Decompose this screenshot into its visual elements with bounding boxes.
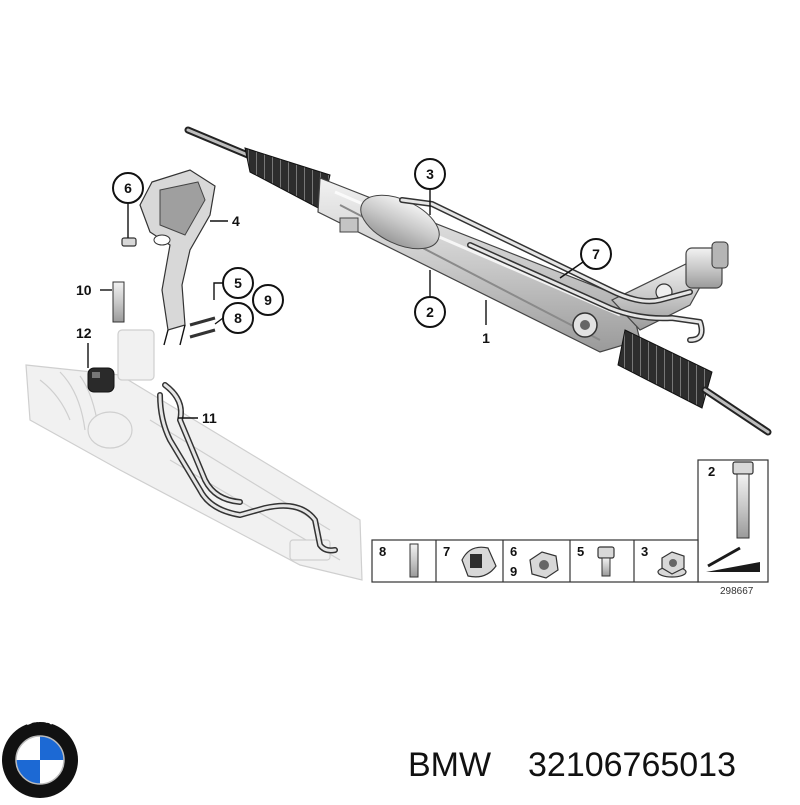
- svg-text:12: 12: [76, 325, 92, 341]
- brand-name: BMW: [408, 746, 491, 784]
- hardware-table: 2 8 7 6 9 5 3 298667: [371, 459, 769, 597]
- svg-text:6: 6: [124, 180, 132, 196]
- svg-text:6: 6: [510, 544, 517, 559]
- svg-text:5: 5: [577, 544, 584, 559]
- label-11: 11: [178, 410, 217, 426]
- callout-8: 8: [214, 302, 254, 334]
- svg-text:3: 3: [641, 544, 648, 559]
- svg-text:5: 5: [234, 275, 242, 291]
- fluid-lines-7: [399, 197, 705, 343]
- nut-6-small: [121, 237, 137, 247]
- svg-text:9: 9: [264, 292, 272, 308]
- svg-text:4: 4: [232, 213, 240, 229]
- heat-shield-4: [139, 169, 216, 346]
- svg-text:10: 10: [76, 282, 92, 298]
- steering-rack-1: [184, 126, 772, 436]
- svg-text:2: 2: [426, 304, 434, 320]
- svg-text:8: 8: [379, 544, 386, 559]
- svg-text:1: 1: [482, 330, 490, 346]
- svg-text:7: 7: [592, 246, 600, 262]
- table-cell-2: [697, 459, 769, 583]
- pressure-sensor-12: [87, 367, 115, 393]
- svg-text:2: 2: [708, 464, 715, 479]
- svg-text:8: 8: [234, 310, 242, 326]
- callout-3: 3: [414, 158, 446, 215]
- part-number: 32106765013: [528, 746, 736, 784]
- svg-text:11: 11: [202, 410, 217, 426]
- bmw-logo: BMW: [2, 713, 78, 798]
- svg-text:7: 7: [443, 544, 450, 559]
- reference-number: 298667: [720, 586, 754, 597]
- label-1: 1: [482, 300, 490, 346]
- logo-lettering: BMW: [23, 713, 56, 728]
- label-10: 10: [76, 282, 112, 298]
- callout-9: 9: [252, 284, 284, 316]
- callout-7: 7: [559, 238, 612, 279]
- callout-2: 2: [414, 270, 446, 328]
- svg-text:3: 3: [426, 166, 434, 182]
- sleeve-10: [112, 281, 125, 323]
- bolts-5-8: [189, 316, 216, 339]
- callout-5: 5: [222, 267, 254, 299]
- feed-pipe-11: [157, 382, 338, 554]
- label-12: 12: [76, 325, 92, 368]
- leader-5: [213, 282, 224, 300]
- callout-6: 6: [112, 172, 144, 238]
- label-4: 4: [210, 213, 240, 229]
- svg-text:9: 9: [510, 564, 517, 579]
